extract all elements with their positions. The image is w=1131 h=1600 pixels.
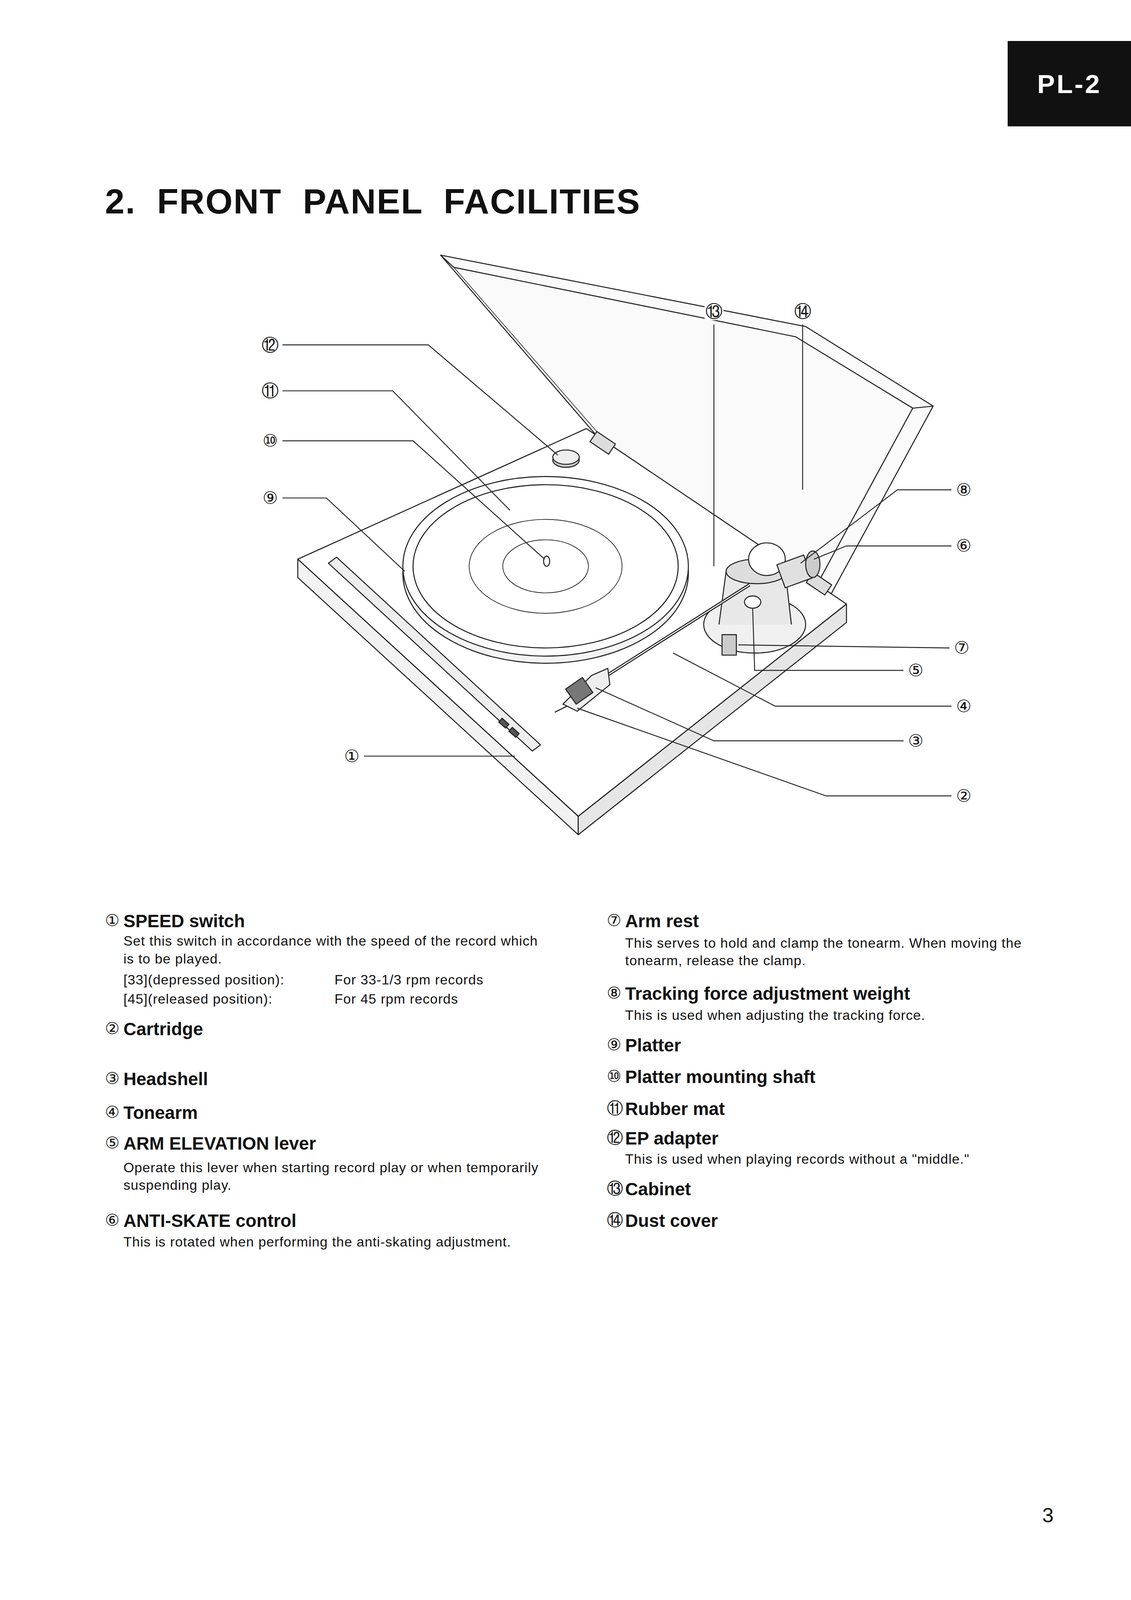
item-heading: Headshell xyxy=(123,1068,208,1090)
item-number: ⑭ xyxy=(606,1210,624,1231)
mat-ring xyxy=(502,539,589,593)
speed-switch xyxy=(498,717,510,728)
leader-lines xyxy=(282,324,952,796)
leader-line xyxy=(282,440,545,560)
leader-line xyxy=(282,344,558,455)
callout-number: ⑬ xyxy=(704,302,724,321)
plinth-top xyxy=(297,428,847,817)
leader-line xyxy=(738,644,950,648)
platter xyxy=(402,476,689,656)
item-number: ③ xyxy=(104,1068,120,1089)
item-heading: Cartridge xyxy=(123,1018,204,1040)
table-cell: For 33-1/3 rpm records xyxy=(334,970,484,989)
callout-number: ⑩ xyxy=(261,431,279,450)
item-heading: SPEED switch xyxy=(123,910,245,932)
item-number: ⑪ xyxy=(606,1098,624,1119)
leader-line xyxy=(752,608,904,671)
leader-line xyxy=(282,497,406,572)
item-heading: Platter xyxy=(625,1034,682,1056)
dust-cover-edge xyxy=(440,255,454,268)
callout-number: ⑫ xyxy=(260,335,280,354)
finger-lift xyxy=(554,705,568,712)
anti-skate-knob xyxy=(805,550,820,578)
item-number: ⑬ xyxy=(606,1178,624,1199)
leader-line xyxy=(595,687,904,741)
callout-number: ② xyxy=(955,786,973,805)
leader-line xyxy=(577,708,952,796)
callout-number: ① xyxy=(343,746,361,765)
callout-number: ⑨ xyxy=(261,488,279,507)
leader-line xyxy=(364,755,516,757)
leader-line xyxy=(801,324,803,490)
dust-cover-edge xyxy=(912,405,934,409)
item-heading: EP adapter xyxy=(625,1128,719,1149)
item-heading: ARM ELEVATION lever xyxy=(123,1133,316,1154)
item-heading: Tonearm xyxy=(123,1102,198,1123)
item-number: ④ xyxy=(104,1102,120,1123)
item-description: This serves to hold and clamp the tonear… xyxy=(625,934,1064,970)
speed-switch xyxy=(508,727,519,738)
leader-line xyxy=(813,545,952,560)
hinge xyxy=(589,431,616,455)
headshell xyxy=(562,668,610,712)
item-description: This is used when playing records withou… xyxy=(625,1150,1064,1169)
item-description: This is rotated when performing the anti… xyxy=(123,1233,552,1251)
item-number: ⑧ xyxy=(606,983,622,1003)
rubber-mat xyxy=(413,484,679,648)
callout-number: ⑥ xyxy=(955,536,973,555)
callout-number: ⑦ xyxy=(953,638,971,657)
callout-number: ⑭ xyxy=(793,302,813,321)
dust-cover-edge xyxy=(453,267,612,449)
callout-number: ③ xyxy=(907,731,925,750)
item-number: ⑤ xyxy=(104,1133,120,1153)
model-name: PL-2 xyxy=(1037,68,1102,100)
item-number: ⑨ xyxy=(606,1034,622,1055)
model-badge: PL-2 xyxy=(1007,40,1131,127)
cartridge xyxy=(565,677,593,705)
table-cell: [33](depressed position): xyxy=(123,970,285,989)
item-description: This is used when adjusting the tracking… xyxy=(625,1006,1064,1025)
callout-number: ⑧ xyxy=(955,480,973,499)
tonearm xyxy=(606,584,750,676)
callout-number: ⑪ xyxy=(260,381,280,400)
item-heading: Platter mounting shaft xyxy=(625,1066,816,1088)
spindle xyxy=(543,556,550,567)
item-heading: Tracking force adjustment weight xyxy=(625,983,910,1004)
turntable-drawing xyxy=(297,255,934,835)
mat-ring xyxy=(469,519,622,614)
leader-line xyxy=(800,489,952,563)
arm-elevation-lever xyxy=(744,595,761,609)
item-description: Operate this lever when starting record … xyxy=(123,1158,552,1195)
leader-line xyxy=(282,390,511,511)
item-number: ⑩ xyxy=(606,1066,622,1087)
item-heading: Arm rest xyxy=(625,910,700,932)
page-title: 2. FRONT PANEL FACILITIES xyxy=(104,181,641,222)
item-number: ⑥ xyxy=(104,1210,120,1231)
table-cell: [45](released position): xyxy=(123,990,273,1009)
item-number: ⑫ xyxy=(606,1128,624,1148)
item-number: ⑦ xyxy=(606,910,622,931)
item-heading: Cabinet xyxy=(625,1178,691,1200)
item-number: ① xyxy=(104,910,120,931)
item-heading: Rubber mat xyxy=(625,1098,725,1120)
leader-line xyxy=(713,324,715,567)
item-heading: Dust cover xyxy=(625,1210,718,1231)
table-cell: For 45 rpm records xyxy=(334,990,459,1009)
callout-number: ④ xyxy=(955,696,973,715)
item-heading: ANTI-SKATE control xyxy=(123,1210,297,1231)
arm-rest xyxy=(722,634,737,656)
tonearm xyxy=(606,584,750,676)
page-number: 3 xyxy=(1042,1503,1054,1527)
leader-line xyxy=(673,652,952,706)
item-description: Set this switch in accordance with the s… xyxy=(123,932,552,968)
callout-number: ⑤ xyxy=(907,661,925,680)
ep-adapter xyxy=(552,449,580,464)
item-number: ② xyxy=(104,1018,120,1039)
